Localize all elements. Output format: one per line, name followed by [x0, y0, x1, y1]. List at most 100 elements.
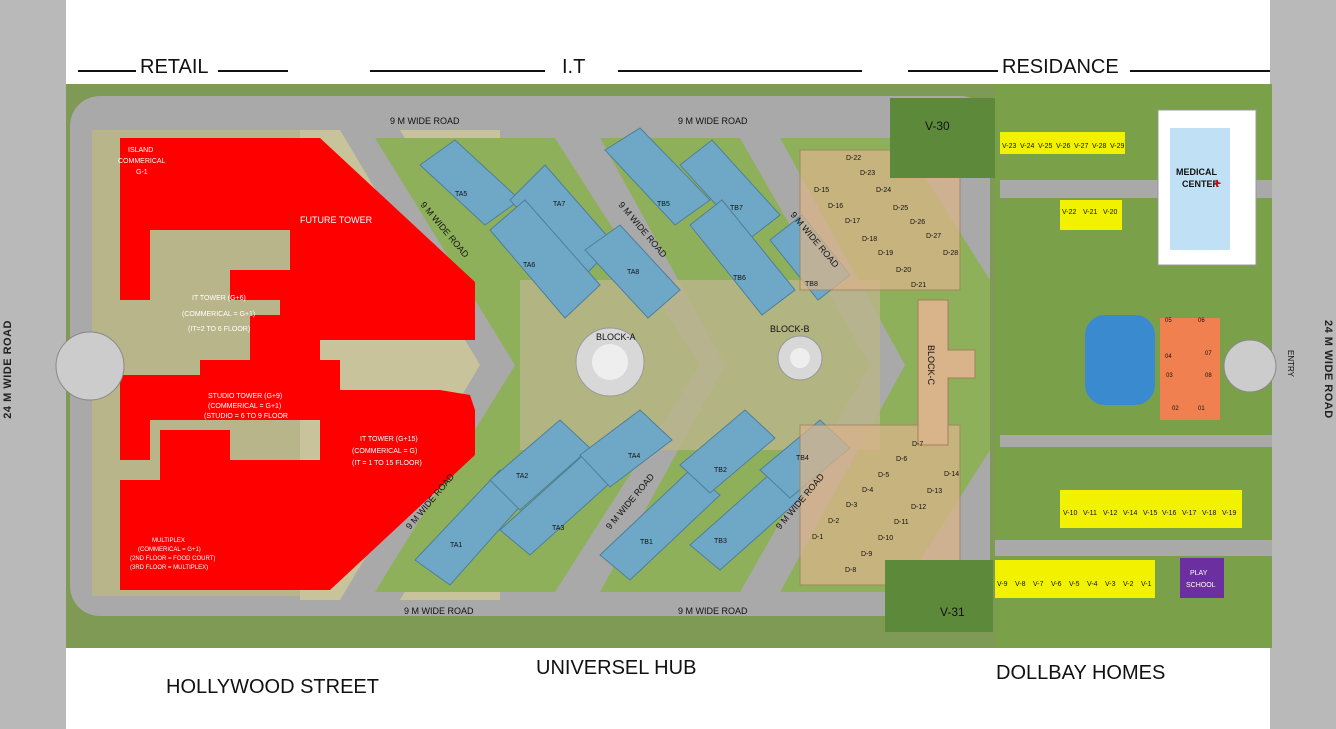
plot-d12: D-12	[911, 504, 926, 511]
plot-d3: D-3	[846, 502, 857, 509]
retail-header-line-right	[218, 70, 288, 72]
dollbay-homes-label: DOLLBAY HOMES	[996, 662, 1166, 684]
unit-03: 03	[1166, 373, 1173, 379]
villa-v2: V-2	[1123, 581, 1134, 588]
v31-label: V-31	[940, 605, 965, 619]
villa-v22: V-22	[1062, 209, 1077, 216]
villa-v11: V-11	[1083, 510, 1097, 517]
label-tb7: TB7	[730, 205, 743, 212]
label-tb1: TB1	[640, 539, 653, 546]
studio-tower-line-3: (STUDIO = 6 TO 9 FLOOR	[204, 413, 288, 420]
label-ta7: TA7	[553, 201, 565, 208]
right-road-label: 24 M WIDE ROAD	[1322, 320, 1334, 419]
it-tower-15-line-1: IT TOWER (G+15)	[360, 436, 418, 443]
island-label-2: COMMERICAL	[118, 158, 166, 165]
plot-d19: D-19	[878, 250, 893, 257]
plot-d13: D-13	[927, 488, 942, 495]
right-gate	[1223, 339, 1277, 393]
villa-v20: V-20	[1103, 209, 1118, 216]
plot-d23: D-23	[860, 170, 875, 177]
plot-d27: D-27	[926, 233, 941, 240]
road-label-bottom-right: 9 M WIDE ROAD	[678, 606, 748, 616]
plot-d20: D-20	[896, 267, 911, 274]
villa-v29: V-29	[1110, 143, 1125, 150]
villa-row-bottom	[995, 560, 1155, 598]
tower-ta4	[579, 409, 673, 488]
residance-header: RESIDANCE	[1002, 56, 1119, 78]
villa-row-top	[1000, 132, 1125, 154]
villa-v10: V-10	[1063, 510, 1078, 517]
villa-v7: V-7	[1033, 581, 1044, 588]
tower-tb6	[689, 199, 796, 316]
medical-center-building	[1170, 128, 1230, 250]
studio-tower-line-2: (COMMERICAL = G+1)	[208, 403, 281, 410]
unit-07: 07	[1205, 351, 1212, 357]
villa-v14: V-14	[1123, 510, 1138, 517]
label-ta2: TA2	[516, 473, 528, 480]
villa-v5: V-5	[1069, 581, 1080, 588]
right-24m-road	[1270, 0, 1336, 729]
label-tb5: TB5	[657, 201, 670, 208]
villa-v19: V-19	[1222, 510, 1237, 517]
it-tower-6-line-1: IT TOWER (G+6)	[192, 295, 246, 302]
it-header-line-right	[618, 70, 862, 72]
unit-04: 04	[1165, 354, 1172, 360]
block-a-dome-inner	[592, 344, 628, 380]
label-tb8: TB8	[805, 281, 818, 288]
villa-row-low	[1060, 490, 1242, 528]
entry-label: ENTRY	[1286, 350, 1295, 378]
plot-d28: D-28	[943, 250, 958, 257]
tower-tb1	[599, 469, 721, 581]
block-a-label: BLOCK-A	[596, 332, 636, 342]
villa-v8: V-8	[1015, 581, 1026, 588]
hollywood-street-label: HOLLYWOOD STREET	[166, 676, 379, 698]
label-ta8: TA8	[627, 269, 639, 276]
multiplex-line-2: (COMMERICAL = G+1)	[138, 547, 201, 553]
villa-v18: V-18	[1202, 510, 1217, 517]
villa-v9: V-9	[997, 581, 1008, 588]
road-label-top-left: 9 M WIDE ROAD	[390, 116, 460, 126]
plot-d24: D-24	[876, 187, 891, 194]
plot-d1: D-1	[812, 534, 823, 541]
retail-upper-building	[120, 138, 475, 340]
it-header: I.T	[562, 56, 586, 78]
unit-08: 08	[1205, 373, 1212, 379]
unit-05: 05	[1165, 318, 1172, 324]
plot-d18: D-18	[862, 236, 877, 243]
villa-v28: V-28	[1092, 143, 1107, 150]
villa-row-mid	[1060, 200, 1122, 230]
v31-plot	[885, 560, 993, 632]
tower-ta6	[489, 199, 601, 319]
label-ta5: TA5	[455, 191, 467, 198]
villa-v1: V-1	[1141, 581, 1152, 588]
universel-hub-label: UNIVERSEL HUB	[536, 657, 697, 679]
plot-d22: D-22	[846, 155, 861, 162]
multiplex-line-3: (2ND FLOOR = FOOD COURT)	[130, 556, 215, 562]
res-road-mid	[1000, 435, 1272, 447]
block-b-dome-inner	[790, 348, 810, 368]
unit-01: 01	[1198, 406, 1205, 412]
unit-02: 02	[1172, 406, 1179, 412]
tower-tb5	[604, 127, 711, 226]
label-ta6: TA6	[523, 262, 535, 269]
block-c	[917, 299, 976, 446]
residance-header-line-left	[908, 70, 998, 72]
it-tower-6-line-2: (COMMERICAL = G+1)	[182, 311, 255, 318]
villa-v24: V-24	[1020, 143, 1035, 150]
plot-d25: D-25	[893, 205, 908, 212]
label-tb4: TB4	[796, 455, 809, 462]
plot-d11: D-11	[894, 519, 909, 526]
plot-d9: D-9	[861, 551, 872, 558]
it-tower-15-line-2: (COMMERICAL = G)	[352, 448, 417, 455]
medical-label-2: CENTER	[1182, 179, 1220, 189]
plot-d21: D-21	[911, 282, 926, 289]
res-road-bottom	[995, 540, 1272, 556]
villa-v17: V-17	[1182, 510, 1197, 517]
label-tb6: TB6	[733, 275, 746, 282]
villa-v27: V-27	[1074, 143, 1089, 150]
island-label-1: ISLAND	[128, 147, 153, 154]
v30-plot	[890, 98, 995, 178]
it-tower-15-line-3: (IT = 1 TO 15 FLOOR)	[352, 460, 422, 467]
plot-d4: D-4	[862, 487, 873, 494]
